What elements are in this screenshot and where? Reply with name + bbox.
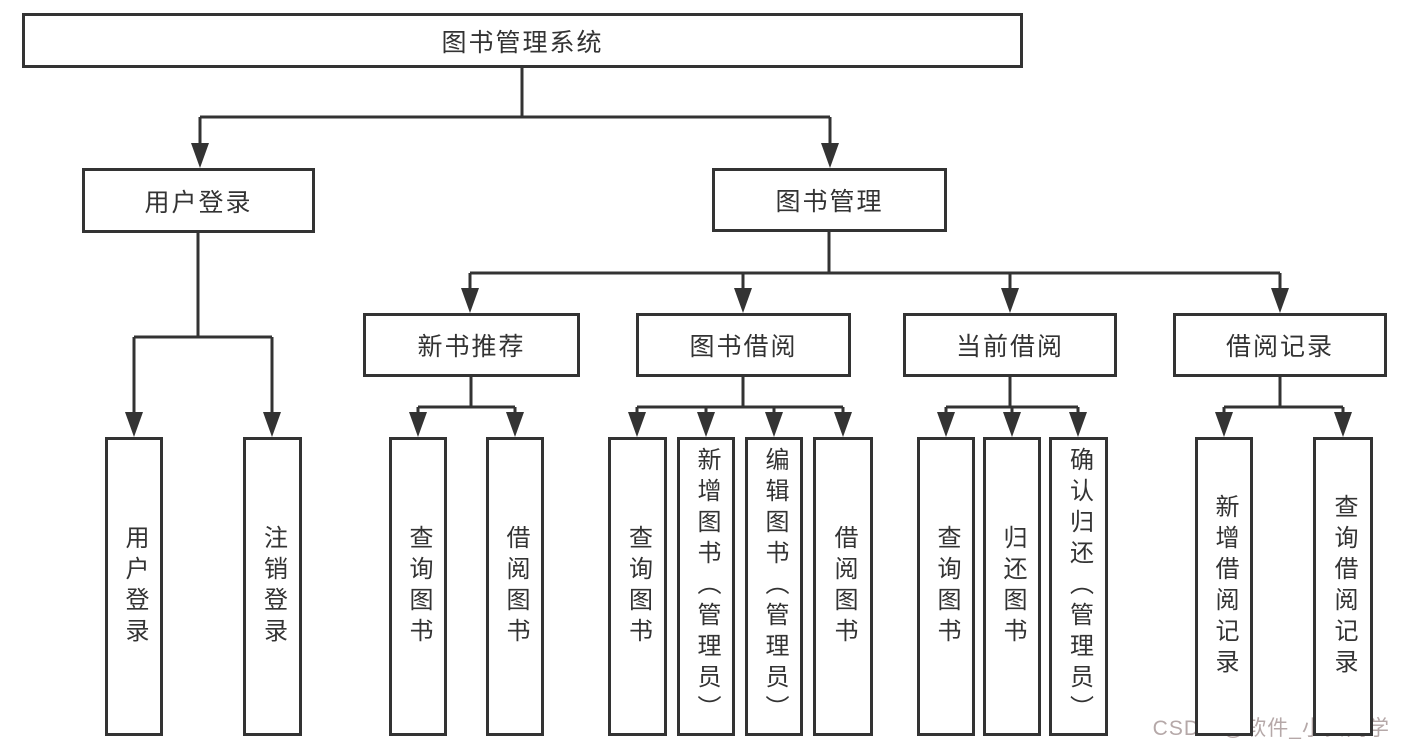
confirm-return-label: 确认归还（管理员）: [1065, 447, 1093, 726]
arrowhead-icon: [765, 412, 783, 437]
arrowhead-icon: [506, 412, 524, 437]
arrowhead-icon: [734, 288, 752, 313]
arrowhead-icon: [1001, 288, 1019, 313]
add-book-label: 新增图书（管理员）: [693, 447, 720, 726]
arrowhead-icon: [263, 412, 281, 437]
book-mgmt-module-label: 图书管理: [775, 188, 884, 216]
arrowhead-icon: [461, 288, 479, 313]
user-login-module-box: 用户登录: [82, 168, 315, 233]
connector-line: [198, 68, 832, 154]
query-book-1-label: 查询图书: [405, 524, 432, 649]
arrowhead-icon: [937, 412, 955, 437]
return-book-box: 归还图书: [983, 437, 1041, 736]
query-book-2-box: 查询图书: [608, 437, 667, 736]
connector-1: [461, 232, 1289, 313]
current-borrow-box: 当前借阅: [903, 313, 1117, 377]
connector-2: [125, 233, 281, 437]
connector-4: [628, 377, 852, 437]
arrowhead-icon: [821, 143, 839, 168]
connector-line: [635, 377, 845, 423]
query-borrow-record-label: 查询借阅记录: [1330, 493, 1357, 680]
query-book-1-box: 查询图书: [389, 437, 447, 736]
connector-line: [416, 377, 517, 423]
borrow-book-2-label: 借阅图书: [830, 524, 857, 649]
borrow-records-box: 借阅记录: [1173, 313, 1387, 377]
book-borrow-label: 图书借阅: [689, 333, 798, 361]
root-box: 图书管理系统: [22, 13, 1023, 68]
edit-book-box: 编辑图书（管理员）: [745, 437, 803, 736]
connector-3: [409, 377, 524, 437]
arrowhead-icon: [1069, 412, 1087, 437]
connector-0: [191, 68, 839, 168]
confirm-return-box: 确认归还（管理员）: [1049, 437, 1108, 736]
query-borrow-record-box: 查询借阅记录: [1313, 437, 1373, 736]
query-book-3-box: 查询图书: [917, 437, 975, 736]
new-book-rec-label: 新书推荐: [417, 333, 526, 361]
connector-5: [937, 377, 1087, 437]
borrow-book-1-label: 借阅图书: [502, 524, 529, 649]
add-borrow-record-box: 新增借阅记录: [1195, 437, 1253, 736]
book-borrow-box: 图书借阅: [636, 313, 851, 377]
arrowhead-icon: [1271, 288, 1289, 313]
login-label: 用户登录: [121, 524, 148, 649]
query-book-2-label: 查询图书: [624, 524, 652, 649]
borrow-book-1-box: 借阅图书: [486, 437, 544, 736]
user-login-module-label: 用户登录: [144, 188, 253, 217]
borrow-records-label: 借阅记录: [1225, 333, 1334, 361]
arrowhead-icon: [1215, 412, 1233, 437]
root-label: 图书管理系统: [441, 28, 604, 57]
current-borrow-label: 当前借阅: [955, 333, 1064, 361]
borrow-book-2-box: 借阅图书: [813, 437, 873, 736]
query-book-3-label: 查询图书: [933, 524, 960, 649]
logout-box: 注销登录: [243, 437, 302, 736]
arrowhead-icon: [409, 412, 427, 437]
arrowhead-icon: [834, 412, 852, 437]
arrowhead-icon: [697, 412, 715, 437]
arrowhead-icon: [191, 143, 209, 168]
new-book-rec-box: 新书推荐: [363, 313, 580, 377]
add-book-box: 新增图书（管理员）: [677, 437, 735, 736]
logout-label: 注销登录: [259, 524, 287, 649]
arrowhead-icon: [1334, 412, 1352, 437]
arrowhead-icon: [1003, 412, 1021, 437]
book-mgmt-module-box: 图书管理: [712, 168, 947, 232]
return-book-label: 归还图书: [999, 524, 1026, 649]
arrowhead-icon: [628, 412, 646, 437]
connector-line: [468, 232, 1282, 299]
connector-6: [1215, 377, 1352, 437]
add-borrow-record-label: 新增借阅记录: [1211, 493, 1238, 680]
edit-book-label: 编辑图书（管理员）: [761, 447, 788, 726]
arrowhead-icon: [125, 412, 143, 437]
login-box: 用户登录: [105, 437, 163, 736]
connector-line: [1222, 377, 1345, 423]
connector-line: [132, 233, 274, 423]
